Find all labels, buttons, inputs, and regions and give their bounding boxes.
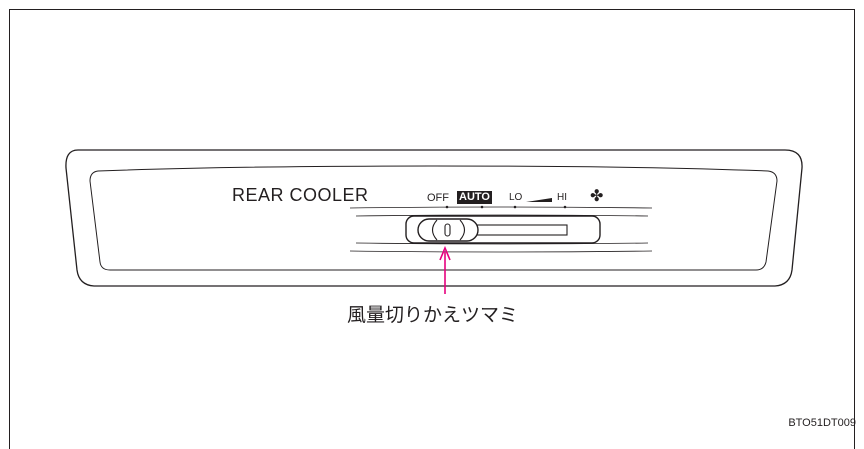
tick-hi <box>563 205 567 209</box>
fan-icon: ✤ <box>590 186 604 205</box>
rear-cooler-panel-drawing <box>65 149 803 294</box>
tick-auto <box>480 205 484 209</box>
panel-outer-bezel <box>65 149 803 287</box>
speed-wedge <box>526 198 552 202</box>
position-label-hi: HI <box>557 192 567 203</box>
slider-track <box>475 224 568 236</box>
callout-arrow <box>439 245 451 294</box>
figure-code: BTO51DT009 <box>788 417 856 429</box>
position-label-auto: AUTO <box>457 191 492 204</box>
slider-trim-top-inner <box>355 214 649 217</box>
tick-off <box>445 205 449 209</box>
position-label-lo: LO <box>509 192 523 203</box>
airflow-knob[interactable] <box>417 218 479 242</box>
panel-inner-bezel <box>89 165 778 271</box>
figure-frame <box>9 9 855 449</box>
callout-label: 風量切りかえツマミ <box>347 304 519 326</box>
tick-lo <box>513 205 517 209</box>
panel-title: REAR COOLER <box>232 185 369 205</box>
position-label-off: OFF <box>427 192 449 204</box>
slider-trim-bottom-inner <box>355 242 649 245</box>
slider-trim-top <box>349 206 653 209</box>
slider-trim-bottom <box>349 250 653 253</box>
